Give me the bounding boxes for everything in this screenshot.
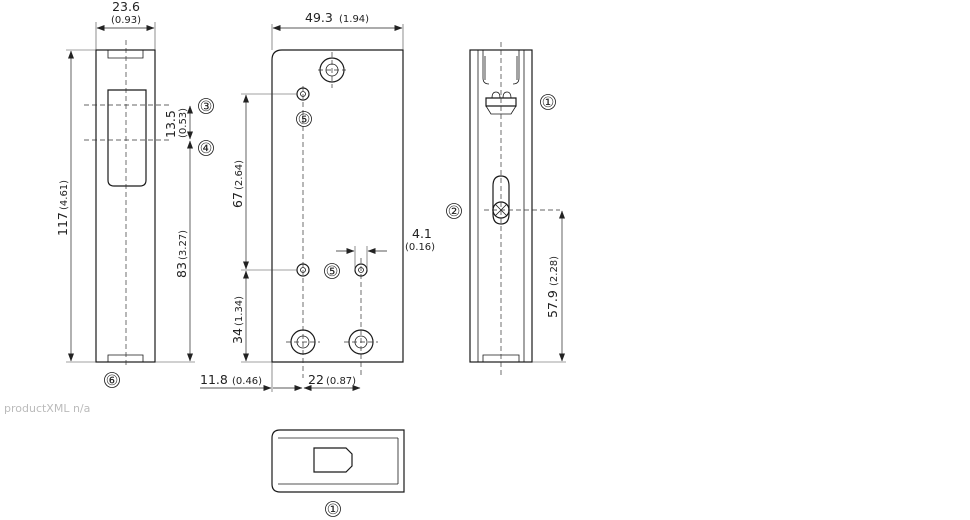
- callout-6: ⑥: [104, 372, 120, 389]
- callout-4: ④: [198, 140, 214, 157]
- dim-left-edge-inch: (0.46): [232, 376, 262, 387]
- dim-left-edge-value: 11.8: [200, 372, 228, 387]
- callout-4-label: ④: [200, 141, 213, 157]
- dim-slot-height-value: 83: [174, 262, 189, 278]
- callout-1-bottom: ①: [325, 501, 341, 518]
- dim-height-total-inch: (4.61): [59, 180, 70, 210]
- dim-hole-offset-inch: (0.16): [405, 242, 435, 253]
- dim-hole-spacing-inch: (2.64): [234, 160, 245, 190]
- dim-hole-pitch: 22 (0.87): [303, 372, 361, 391]
- dim-height-total: 117 (4.61): [55, 49, 96, 363]
- dim-hole-bottom: 34 (1.34): [230, 270, 272, 363]
- callout-2: ②: [446, 203, 462, 220]
- dim-slot-height: 83 (3.27): [155, 140, 195, 363]
- dim-hole-offset: 4.1 (0.16): [336, 226, 435, 270]
- dim-hole-bottom-inch: (1.34): [234, 296, 245, 326]
- callout-1-side: ①: [540, 94, 556, 111]
- dim-gap-inch: (0.53): [178, 108, 189, 138]
- dim-hole-offset-value: 4.1: [412, 226, 432, 241]
- dim-hole-bottom-value: 34: [230, 328, 245, 344]
- product-xml-note: productXML n/a: [4, 402, 90, 415]
- callout-5-mid: ⑤: [324, 263, 340, 280]
- dim-side-height-value: 57.9: [545, 290, 560, 318]
- dim-height-total-value: 117: [55, 212, 70, 236]
- callout-6-label: ⑥: [106, 373, 119, 389]
- dim-slot-height-inch: (3.27): [178, 230, 189, 260]
- right-side-view: [469, 42, 560, 378]
- left-side-view: [84, 40, 172, 368]
- callout-2-label: ②: [448, 204, 461, 220]
- dim-width-front-inch: (1.94): [339, 14, 369, 25]
- dim-side-height-inch: (2.28): [549, 256, 560, 286]
- callout-5-top-label: ⑤: [298, 112, 311, 128]
- dim-width-front-value: 49.3: [305, 10, 333, 25]
- bottom-view: [271, 429, 405, 493]
- dim-width-left-inch: (0.93): [111, 15, 141, 26]
- dim-hole-pitch-value: 22: [308, 372, 324, 387]
- dim-hole-pitch-inch: (0.87): [326, 376, 356, 387]
- callout-3: ③: [198, 98, 214, 115]
- callout-5-mid-label: ⑤: [326, 264, 339, 280]
- dim-left-edge: 11.8 (0.46): [200, 362, 303, 392]
- dim-hole-spacing: 67 (2.64): [230, 93, 297, 271]
- dim-side-height: 57.9 (2.28): [532, 210, 566, 363]
- front-view: [271, 49, 404, 378]
- dim-width-left-value: 23.6: [112, 0, 140, 14]
- callout-3-label: ③: [200, 99, 213, 115]
- dim-gap-value: 13.5: [163, 110, 178, 138]
- dim-gap: 13.5 (0.53): [163, 105, 193, 140]
- callout-5-top: ⑤: [296, 111, 312, 128]
- dim-hole-spacing-value: 67: [230, 192, 245, 208]
- dim-width-left: 23.6 (0.93): [95, 0, 156, 50]
- dim-width-front: 49.3 (1.94): [271, 10, 404, 50]
- callout-1-side-label: ①: [542, 95, 555, 111]
- callout-1-bottom-label: ①: [327, 502, 340, 518]
